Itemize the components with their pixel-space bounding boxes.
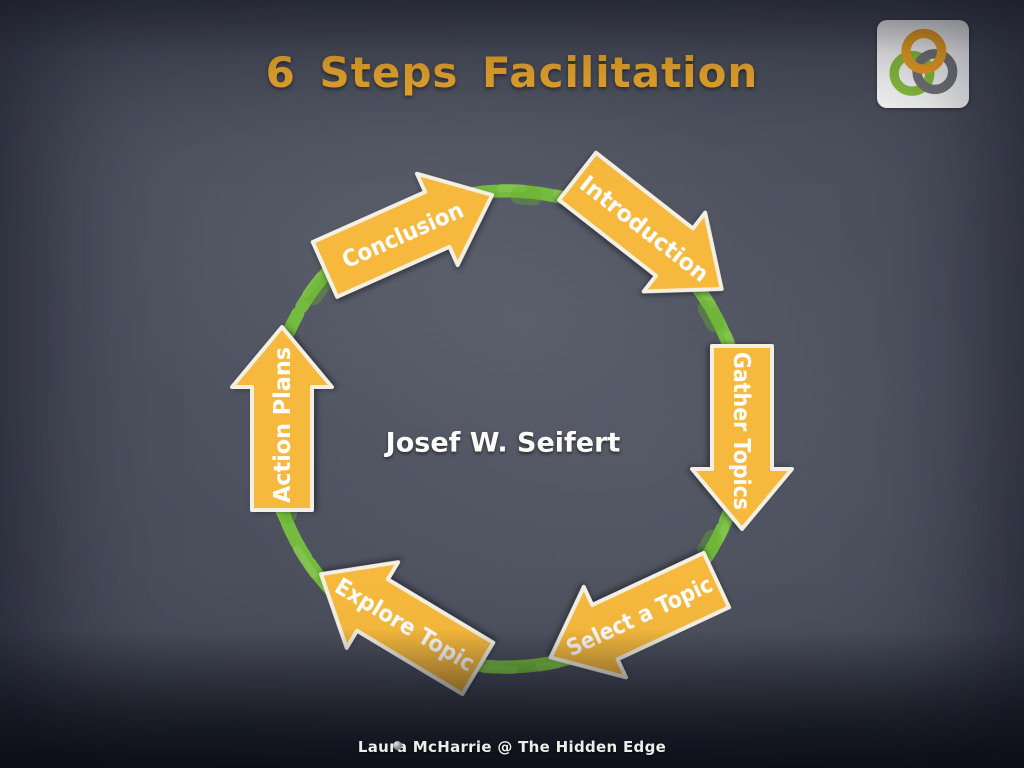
footer-credit: Laura McHarrie @ The Hidden Edge <box>357 738 667 756</box>
footer: Laura McHarrie @ The Hidden Edge <box>0 738 1024 756</box>
bullet-dot-icon <box>393 741 402 750</box>
cycle-step-arrow-left[interactable]: Action Plans <box>228 323 336 513</box>
author-label: Josef W. Seifert <box>385 427 621 459</box>
three-rings-icon <box>889 28 958 96</box>
slide-title: 6 Steps Facilitation <box>265 48 759 97</box>
cycle-step-arrow-right[interactable]: Gather Topics <box>688 343 796 533</box>
hidden-edge-logo <box>877 20 969 108</box>
cycle-step-label: Action Plans <box>270 347 296 503</box>
cycle-step-label: Gather Topics <box>728 352 754 510</box>
